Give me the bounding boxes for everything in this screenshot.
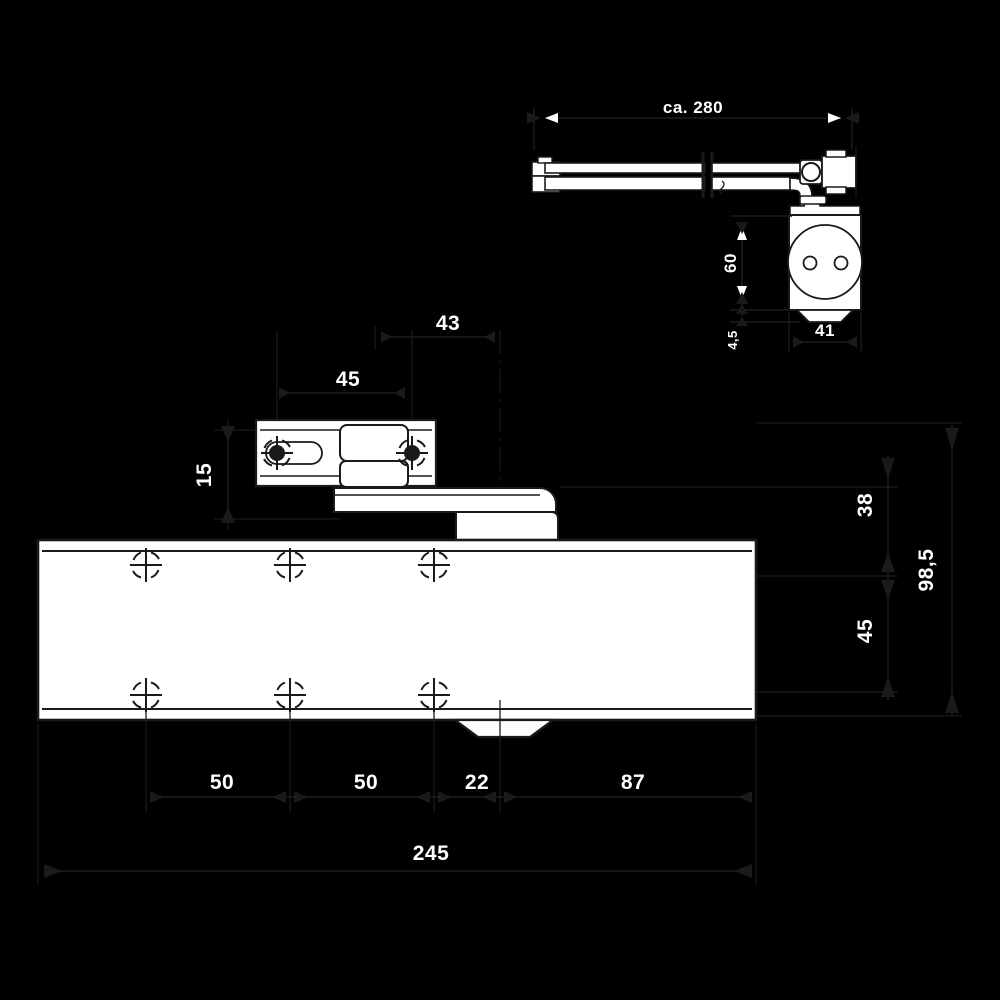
- dim-label-245: 245: [413, 842, 450, 865]
- dim-38: 38: [854, 455, 895, 576]
- slide-channel-bracket: [254, 418, 438, 488]
- dim-label-50-a: 50: [210, 771, 234, 794]
- dim-22: 22: [438, 771, 496, 803]
- main-view-group: 43 45 15: [36, 312, 962, 884]
- dim-50-b: 50: [294, 771, 430, 803]
- dim-label-body-width: 41: [815, 321, 835, 340]
- dim-overall-245: 245: [37, 724, 757, 884]
- dim-label-arm-length: ca. 280: [663, 98, 723, 117]
- detail-view-group: ca. 280: [527, 98, 863, 352]
- dim-label-45-lower: 45: [854, 619, 877, 643]
- dim-98-5: 98,5: [915, 425, 959, 716]
- connecting-arm: [333, 487, 559, 541]
- dim-label-43: 43: [436, 312, 460, 335]
- dim-bracket-length-45: 45: [279, 368, 405, 399]
- dim-bracket-height-15: 15: [193, 426, 340, 523]
- closer-arm: [531, 146, 857, 207]
- dim-87: 87: [504, 771, 752, 803]
- right-vertical-dims: 38 45 98,5: [560, 422, 962, 717]
- dim-label-50-b: 50: [354, 771, 378, 794]
- dim-arm-length: ca. 280: [527, 98, 859, 150]
- dim-base-offset-45: 4,5: [725, 300, 800, 350]
- bottom-dim-chain: 50 50 22 87: [145, 700, 757, 812]
- dim-label-body-height: 60: [721, 253, 740, 273]
- dim-label-15: 15: [193, 463, 216, 487]
- dim-body-height-60: 60: [721, 215, 792, 311]
- dim-50-a: 50: [150, 771, 286, 803]
- closer-body-detail: [787, 195, 863, 323]
- dim-label-98-5: 98,5: [915, 549, 938, 592]
- dim-bracket-offset-43: 43: [374, 312, 495, 350]
- dim-label-base-offset: 4,5: [725, 330, 740, 350]
- dim-45-lower: 45: [854, 576, 895, 700]
- dim-label-22: 22: [465, 771, 489, 794]
- dim-label-38: 38: [854, 493, 877, 517]
- dim-label-87: 87: [621, 771, 645, 794]
- dim-body-width-41: 41: [788, 312, 862, 352]
- dim-label-45: 45: [336, 368, 360, 391]
